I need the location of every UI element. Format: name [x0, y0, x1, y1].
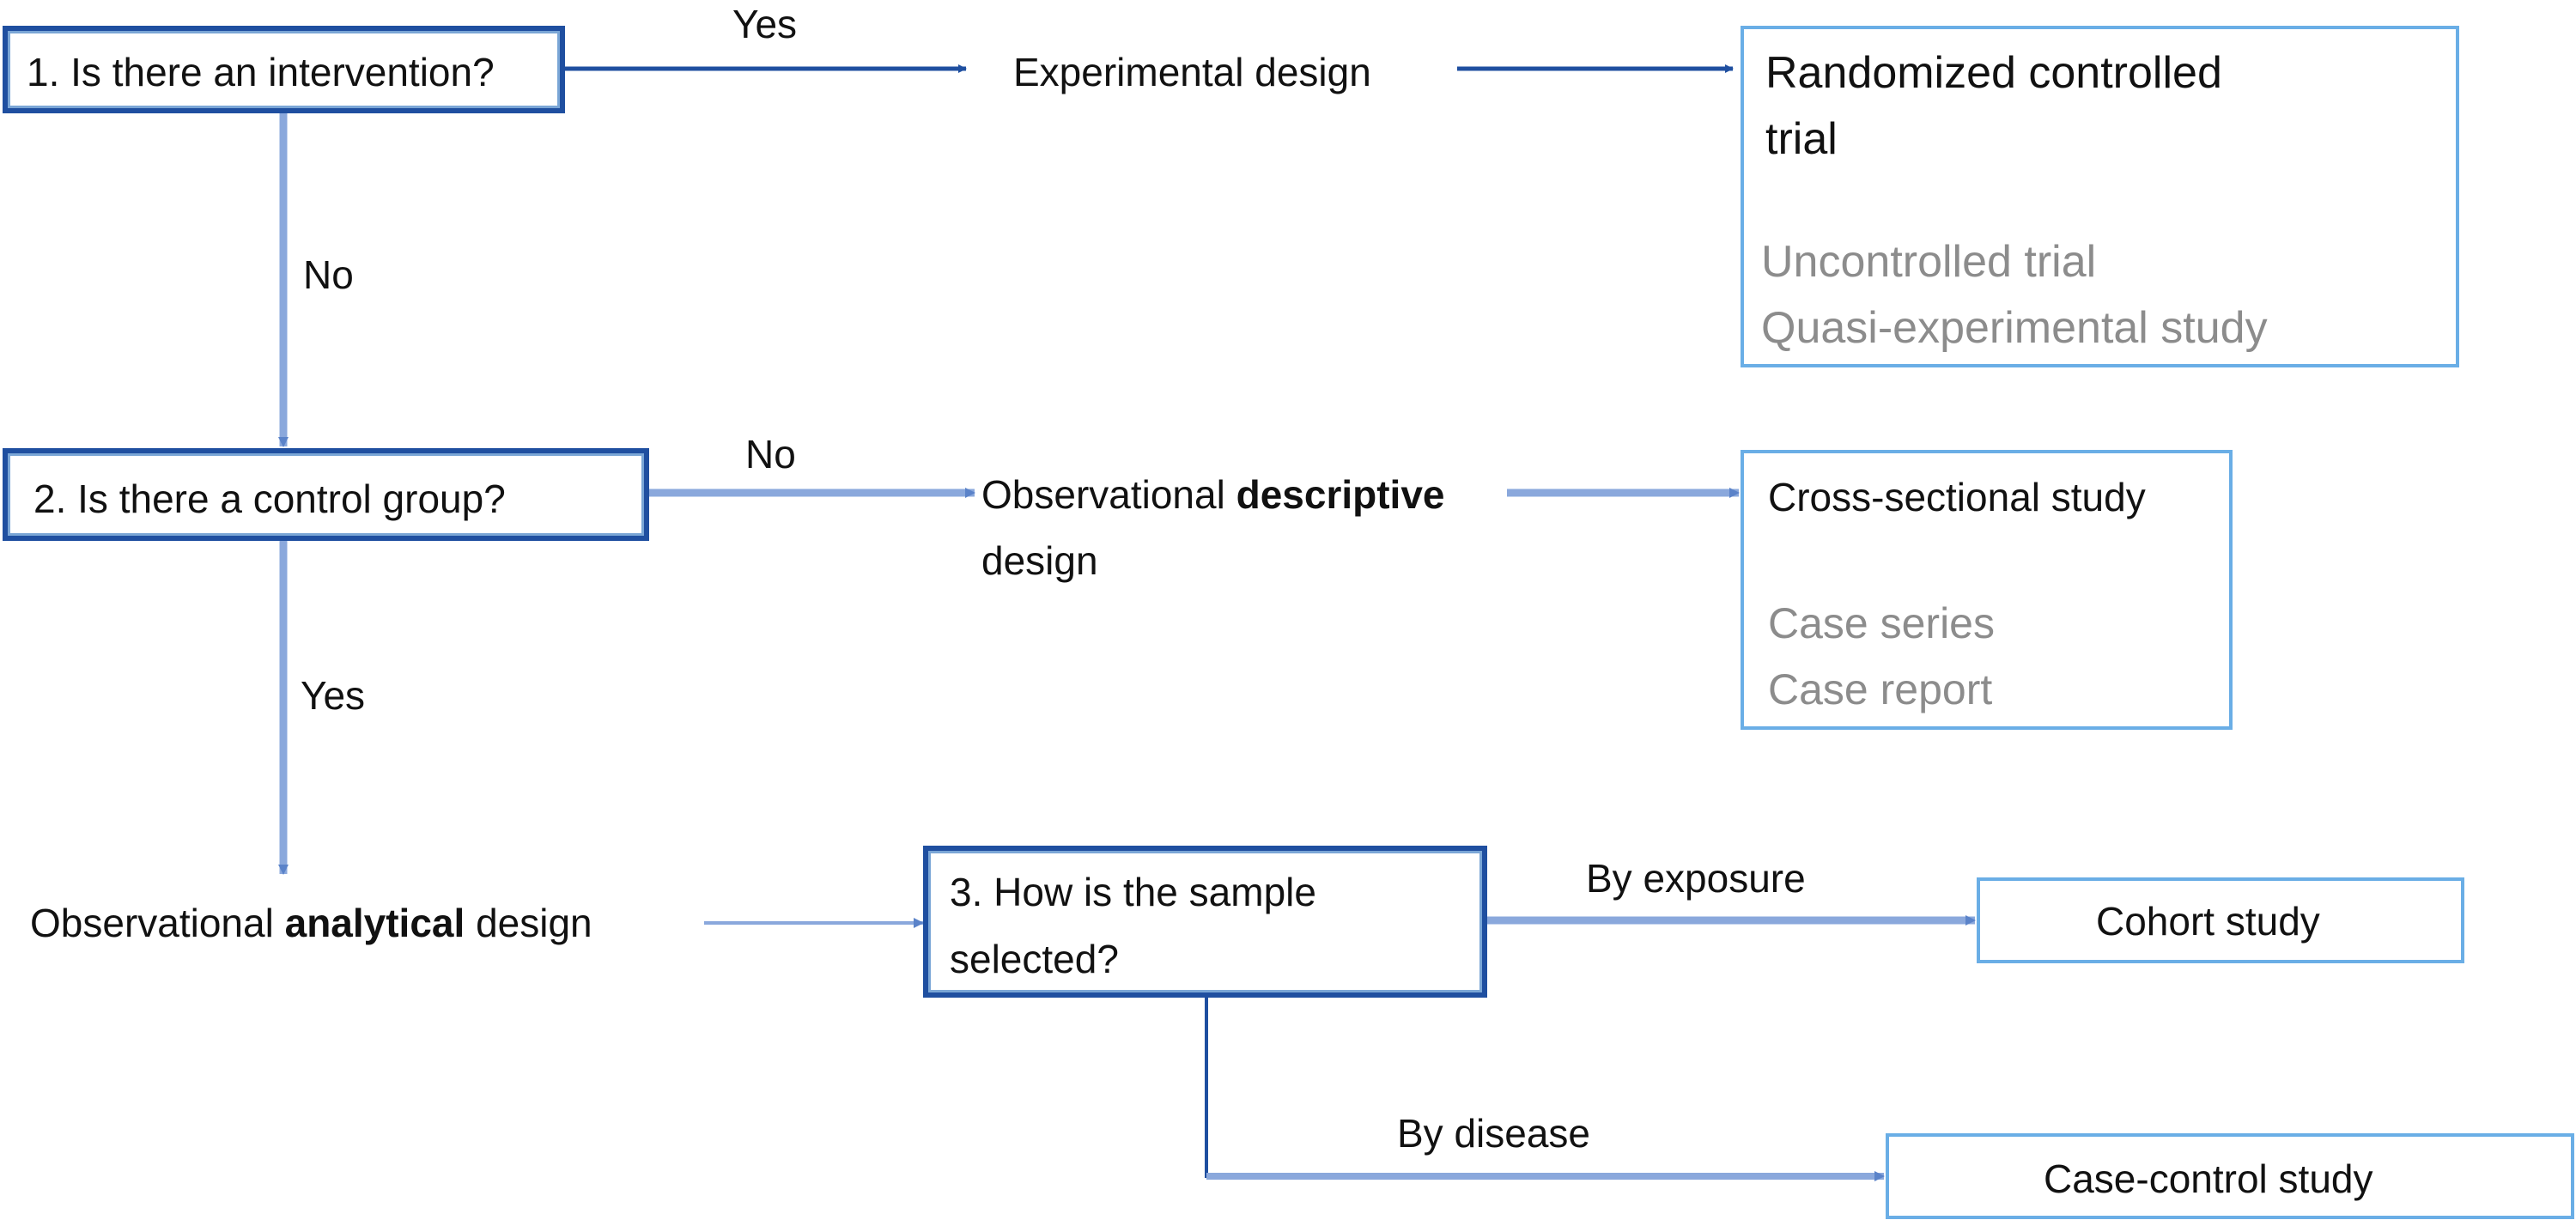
descriptive-studies-box: Cross-sectional study Case series Case r…	[1741, 450, 2233, 730]
cohort-study-label: Cohort study	[2096, 899, 2320, 944]
edge-label-q2-yes: Yes	[301, 673, 366, 718]
quasi-experimental-label: Quasi-experimental study	[1761, 303, 2268, 353]
question-1-box: 1. Is there an intervention?	[3, 26, 565, 113]
experimental-design-label: Experimental design	[1013, 50, 1371, 94]
cross-sectional-label: Cross-sectional study	[1768, 475, 2146, 519]
uncontrolled-trial-label: Uncontrolled trial	[1761, 237, 2097, 287]
question-3-text-line2: selected?	[950, 937, 1119, 981]
descriptive-design-line2: design	[981, 538, 1098, 583]
question-3-text-line1: 3. How is the sample	[950, 870, 1316, 914]
question-2-text: 2. Is there a control group?	[33, 476, 506, 521]
descriptive-design-label: Observational descriptive	[981, 475, 1445, 514]
question-2-box: 2. Is there a control group?	[3, 448, 649, 541]
edge-label-by-disease: By disease	[1397, 1111, 1591, 1156]
rct-label-line2: trial	[1765, 114, 1838, 164]
edge-label-by-exposure: By exposure	[1586, 856, 1806, 901]
case-control-study-label: Case-control study	[2044, 1156, 2373, 1201]
experimental-studies-box: Randomized controlled trial Uncontrolled…	[1741, 26, 2459, 367]
analytical-design-keyword: analytical	[284, 901, 465, 945]
descriptive-design-keyword: descriptive	[1236, 472, 1445, 517]
case-control-study-box: Case-control study	[1886, 1133, 2574, 1219]
edge-label-q1-no: No	[303, 252, 354, 297]
question-1-text: 1. Is there an intervention?	[27, 50, 495, 94]
analytical-design-label: Observational analytical design	[30, 903, 592, 943]
descriptive-design-prefix: Observational	[981, 472, 1236, 517]
analytical-design-prefix: Observational	[30, 901, 285, 945]
analytical-design-suffix: design	[465, 901, 592, 945]
case-report-label: Case report	[1768, 665, 1993, 713]
question-3-box: 3. How is the sample selected?	[923, 846, 1487, 998]
case-series-label: Case series	[1768, 599, 1995, 647]
rct-label-line1: Randomized controlled	[1765, 48, 2222, 98]
edge-label-q1-yes: Yes	[732, 2, 798, 46]
edge-label-q2-no: No	[745, 432, 796, 476]
cohort-study-box: Cohort study	[1977, 877, 2464, 963]
